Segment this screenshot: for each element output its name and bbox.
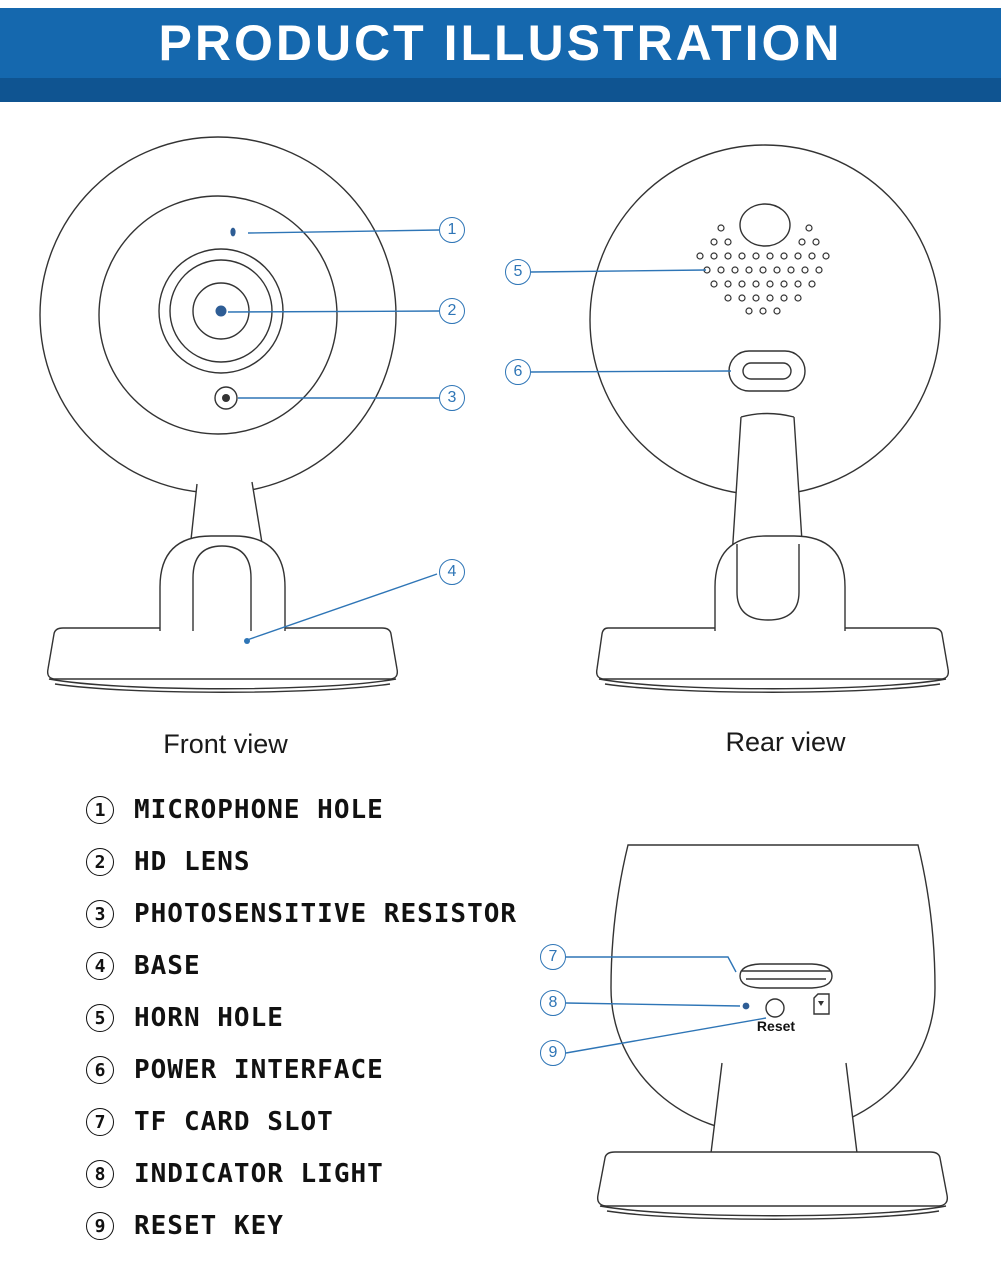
rear-view-caption: Rear view — [725, 727, 846, 757]
callout-4: 4 — [439, 559, 465, 585]
reset-key — [765, 998, 785, 1018]
legend-item-7: 7 TF CARD SLOT — [86, 1096, 517, 1148]
bottom-view-drawing: Reset — [596, 844, 949, 1220]
callout-2: 2 — [439, 298, 465, 324]
legend-item-2: 2 HD LENS — [86, 836, 517, 888]
legend-item-8: 8 INDICATOR LIGHT — [86, 1148, 517, 1200]
bottom-base — [596, 1151, 949, 1220]
callout-9: 9 — [540, 1040, 566, 1066]
sd-card-icon — [813, 993, 830, 1015]
photosensitive-resistor — [214, 386, 238, 410]
rear-stand — [714, 535, 846, 631]
reset-label: Reset — [757, 1018, 795, 1034]
legend-num-4: 4 — [86, 952, 114, 980]
legend-num-8: 8 — [86, 1160, 114, 1188]
legend-item-6: 6 POWER INTERFACE — [86, 1044, 517, 1096]
legend-num-9: 9 — [86, 1212, 114, 1240]
callout-3: 3 — [439, 385, 465, 411]
callout-6: 6 — [505, 359, 531, 385]
callout-1-number: 1 — [447, 221, 457, 238]
banner-stripe — [0, 78, 1001, 102]
legend-label-2: HD LENS — [134, 847, 251, 877]
front-neck — [189, 481, 264, 550]
rear-arm — [731, 412, 804, 558]
legend-label-5: HORN HOLE — [134, 1003, 284, 1033]
legend-label-6: POWER INTERFACE — [134, 1055, 384, 1085]
callout-4-number: 4 — [447, 563, 457, 580]
callout-7-number: 7 — [548, 948, 558, 965]
legend-label-8: INDICATOR LIGHT — [134, 1159, 384, 1189]
legend-item-4: 4 BASE — [86, 940, 517, 992]
legend-label-9: RESET KEY — [134, 1211, 284, 1241]
legend-item-5: 5 HORN HOLE — [86, 992, 517, 1044]
callout-5-number: 5 — [513, 263, 523, 280]
page-title: PRODUCT ILLUSTRATION — [158, 15, 843, 71]
indicator-light — [742, 1002, 750, 1010]
callout-6-number: 6 — [513, 363, 523, 380]
legend-item-9: 9 RESET KEY — [86, 1200, 517, 1252]
legend-num-3: 3 — [86, 900, 114, 928]
horn-hole-speaker — [696, 203, 830, 315]
front-view-caption: Front view — [163, 729, 288, 759]
callout-9-number: 9 — [548, 1044, 558, 1061]
callout-1: 1 — [439, 217, 465, 243]
legend-num-1: 1 — [86, 796, 114, 824]
parts-legend: 1 MICROPHONE HOLE 2 HD LENS 3 PHOTOSENSI… — [86, 784, 517, 1252]
callout-3-number: 3 — [447, 389, 457, 406]
callout-8: 8 — [540, 990, 566, 1016]
legend-item-3: 3 PHOTOSENSITIVE RESISTOR — [86, 888, 517, 940]
front-face-ring — [98, 195, 338, 435]
hd-lens — [158, 248, 284, 374]
callout-7: 7 — [540, 944, 566, 970]
legend-num-7: 7 — [86, 1108, 114, 1136]
legend-label-7: TF CARD SLOT — [134, 1107, 334, 1137]
legend-num-6: 6 — [86, 1056, 114, 1084]
front-stand — [159, 535, 286, 631]
power-interface-usb-port — [728, 350, 806, 392]
front-view-drawing — [39, 136, 399, 693]
legend-num-5: 5 — [86, 1004, 114, 1032]
rear-view-drawing — [589, 144, 950, 693]
legend-num-2: 2 — [86, 848, 114, 876]
front-base — [46, 627, 399, 693]
bottom-arm — [710, 1062, 858, 1154]
lens-center-dot — [215, 305, 227, 317]
legend-label-4: BASE — [134, 951, 201, 981]
tf-card-slot — [739, 963, 833, 989]
callout-2-number: 2 — [447, 302, 457, 319]
title-banner: PRODUCT ILLUSTRATION — [0, 8, 1001, 78]
legend-item-1: 1 MICROPHONE HOLE — [86, 784, 517, 836]
legend-label-1: MICROPHONE HOLE — [134, 795, 384, 825]
callout-8-number: 8 — [548, 994, 558, 1011]
legend-label-3: PHOTOSENSITIVE RESISTOR — [134, 899, 518, 929]
callout-5: 5 — [505, 259, 531, 285]
rear-base — [595, 627, 950, 693]
microphone-hole — [230, 227, 236, 237]
